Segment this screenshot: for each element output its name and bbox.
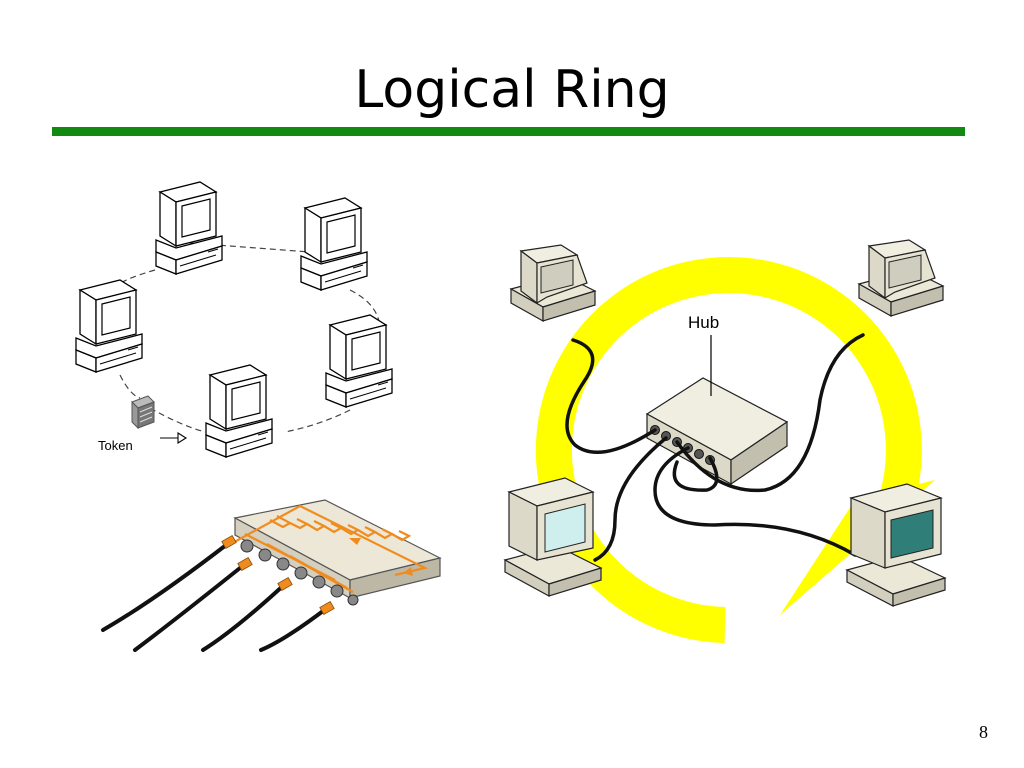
- computer-icon: [503, 477, 603, 598]
- computer-icon: [205, 364, 273, 458]
- computer-icon: [155, 181, 223, 275]
- patch-cables: [101, 540, 329, 652]
- hub-label: Hub: [688, 313, 719, 332]
- hub-icon: [645, 377, 789, 486]
- cable-connector: [237, 556, 253, 572]
- page-number: 8: [979, 722, 988, 742]
- token-ring-diagram: Token: [75, 181, 393, 458]
- computer-icon: [510, 244, 596, 322]
- computer-icon: [858, 239, 944, 317]
- network-cables: [565, 333, 865, 562]
- cable-connector: [277, 576, 293, 592]
- slide-title: Logical Ring: [354, 60, 670, 120]
- path-arrow-icon: [349, 538, 361, 545]
- token-direction-arrow-icon: [160, 432, 188, 444]
- hub-ports: [240, 539, 359, 606]
- hub-internal-path-diagram: [101, 499, 442, 652]
- token-label: Token: [98, 438, 133, 453]
- path-arrow-icon: [403, 567, 413, 576]
- computer-icon: [300, 197, 368, 291]
- computer-icon: [845, 483, 947, 607]
- computer-icon: [75, 279, 143, 373]
- cable-connector: [319, 600, 335, 616]
- internal-ring-path: [226, 504, 429, 593]
- hub-logical-ring-diagram: Hub: [503, 239, 947, 643]
- computer-icon: [325, 314, 393, 408]
- title-underline: [52, 127, 965, 136]
- token-icon: [131, 395, 155, 430]
- cable-connector: [221, 534, 237, 550]
